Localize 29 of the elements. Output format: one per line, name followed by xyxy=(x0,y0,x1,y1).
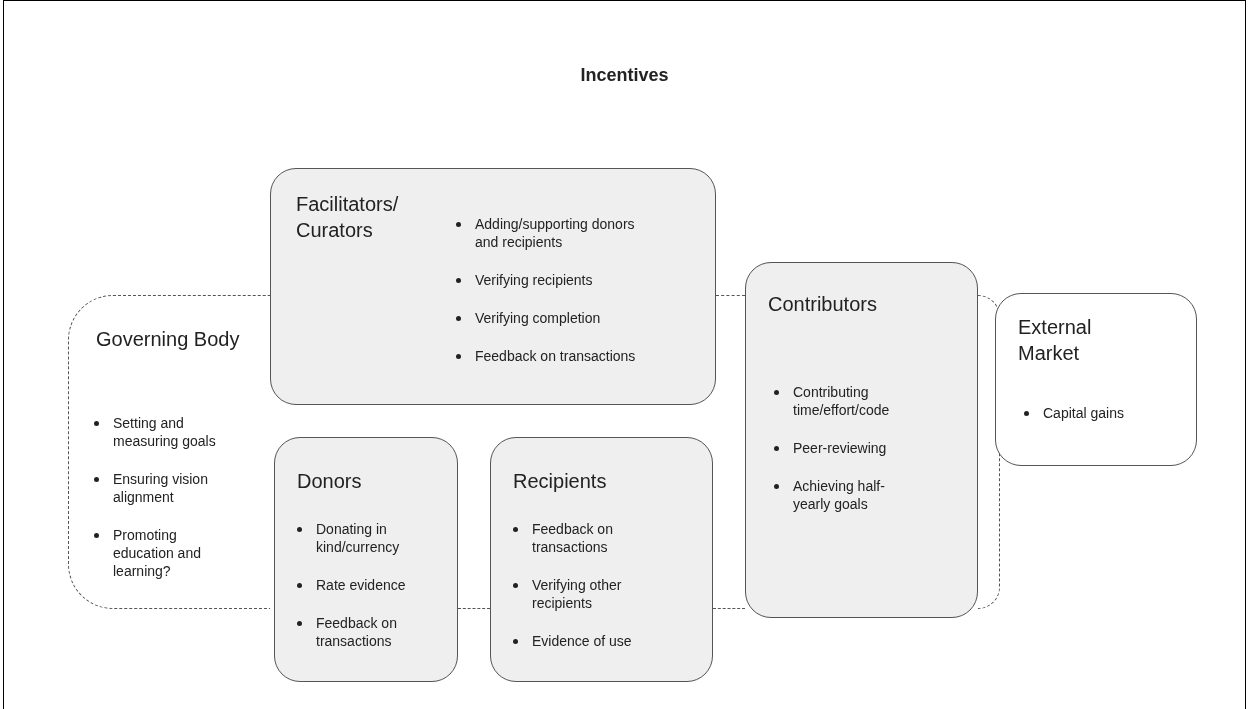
bullet-item: Peer-reviewing xyxy=(793,439,887,457)
bullet-item: Achieving half-yearly goals xyxy=(793,477,886,513)
bullet-item: Capital gains xyxy=(1043,404,1124,422)
bullet-item: Donating in kind/currency xyxy=(316,520,401,556)
bullet-item: Verifying other recipients xyxy=(532,576,623,612)
box-heading: Contributors xyxy=(768,292,878,317)
role-box xyxy=(270,168,716,405)
bullet-item: Verifying recipients xyxy=(475,271,593,289)
diagram-title: Incentives xyxy=(579,64,670,87)
box-heading: Donors xyxy=(297,469,363,494)
box-heading: Governing Body xyxy=(96,327,241,352)
bullet-item: Verifying completion xyxy=(475,309,601,327)
bullet-item: Ensuring vision alignment xyxy=(113,470,209,506)
bullet-item: Contributing time/effort/code xyxy=(793,383,891,419)
bullet-item: Feedback on transactions xyxy=(316,614,398,650)
bullet-item: Adding/supporting donors and recipients xyxy=(475,215,636,251)
bullet-item: Feedback on transactions xyxy=(532,520,614,556)
role-box xyxy=(745,262,978,618)
role-box xyxy=(274,437,458,682)
box-heading: Recipients xyxy=(513,469,608,494)
box-heading: External Market xyxy=(1018,315,1093,366)
role-box xyxy=(490,437,713,682)
bullet-item: Setting and measuring goals xyxy=(113,414,217,450)
bullet-item: Rate evidence xyxy=(316,576,406,594)
bullet-item: Feedback on transactions xyxy=(475,347,636,365)
bullet-item: Evidence of use xyxy=(532,632,632,650)
role-box xyxy=(995,293,1197,466)
box-heading: Facilitators/ Curators xyxy=(296,192,400,243)
bullet-item: Promoting education and learning? xyxy=(113,526,202,580)
